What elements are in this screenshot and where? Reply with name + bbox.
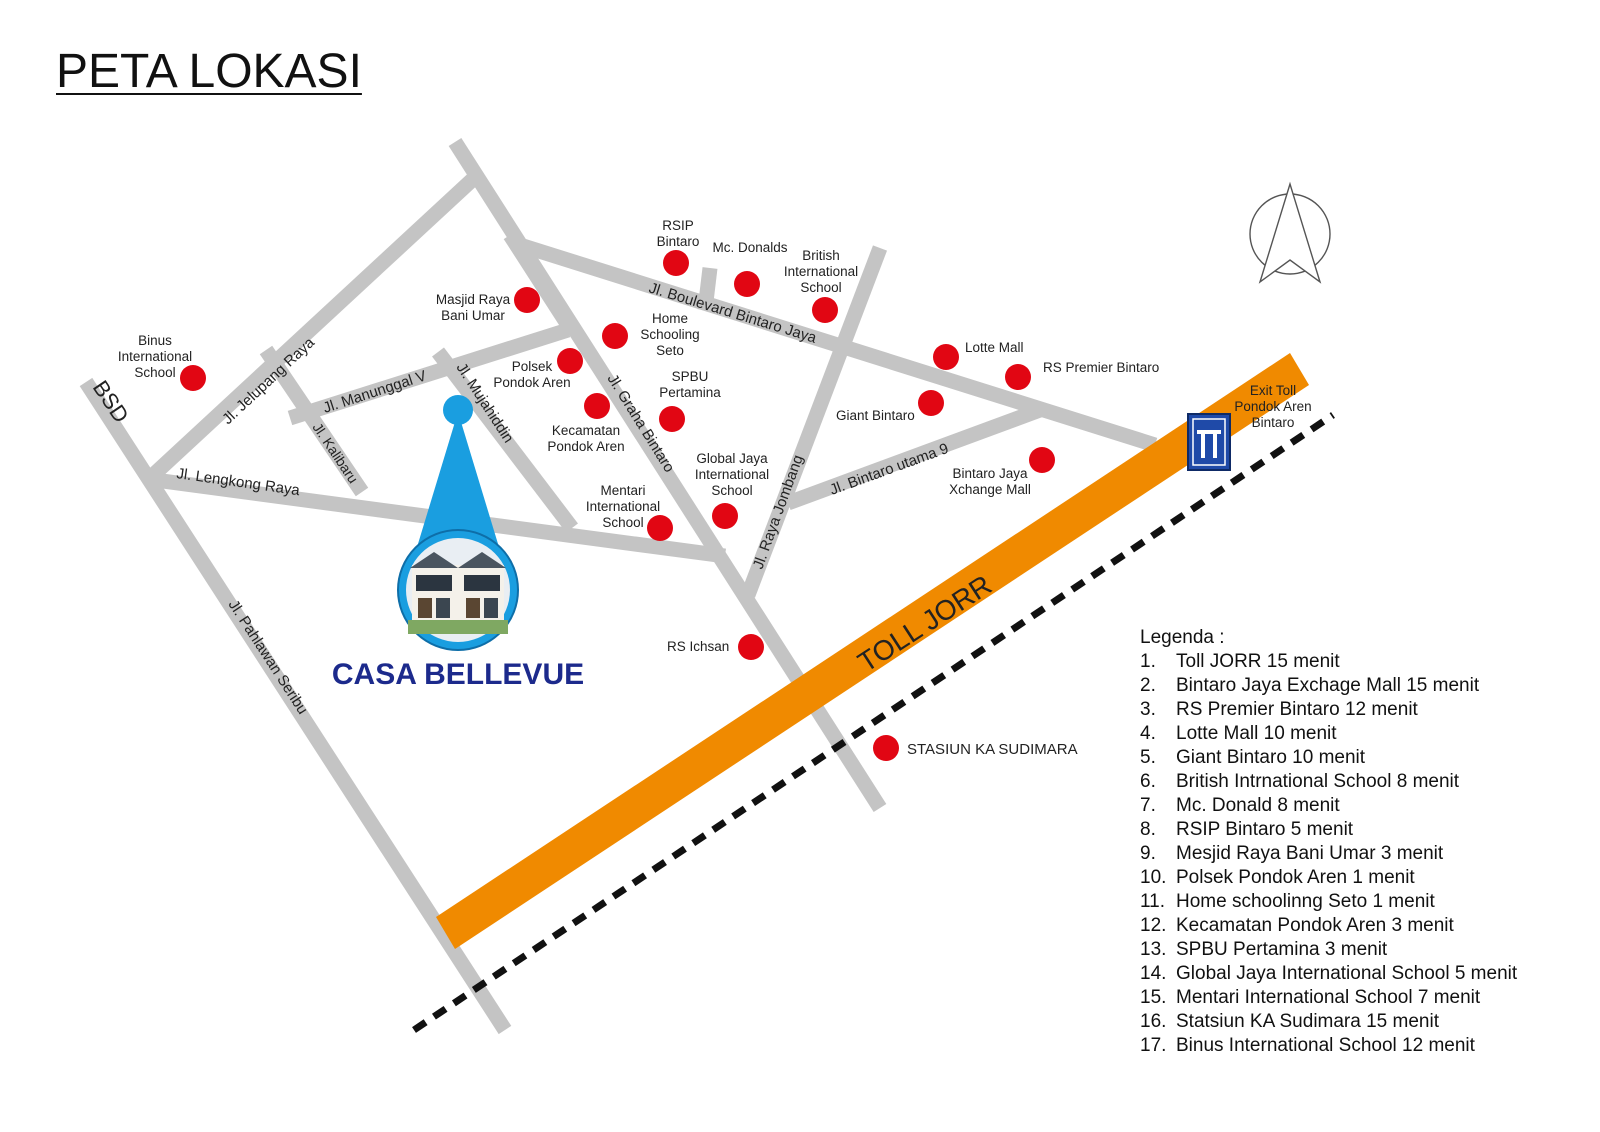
legend-item: 4.Lotte Mall 10 menit — [1140, 723, 1337, 744]
poi-marker-giant[interactable] — [918, 390, 944, 416]
toll-exit-sign-icon — [1187, 413, 1231, 471]
road-mujahiddin — [432, 347, 578, 533]
poi-marker-mcd[interactable] — [734, 271, 760, 297]
railway-line — [412, 412, 1335, 1033]
legend: Legenda : 1.Toll JORR 15 menit 2.Bintaro… — [1140, 626, 1517, 1058]
legend-item: 17.Binus International School 12 menit — [1140, 1035, 1475, 1056]
poi-marker-ichsan[interactable] — [738, 634, 764, 660]
toll-road — [436, 353, 1309, 949]
road-label-pahlawan: Jl. Pahlawan Seribu — [225, 597, 311, 717]
poi-label-ichsan: RS Ichsan — [667, 639, 729, 654]
poi-marker-masjid[interactable] — [514, 287, 540, 313]
road-jelupang — [144, 174, 478, 484]
legend-item: 13.SPBU Pertamina 3 menit — [1140, 939, 1388, 960]
poi-marker-globaljaya[interactable] — [712, 503, 738, 529]
legend-item: 6.British Intrnational School 8 menit — [1140, 771, 1460, 792]
poi-label-giant: Giant Bintaro — [836, 408, 915, 423]
legend-item: 8.RSIP Bintaro 5 menit — [1140, 819, 1354, 840]
legend-item: 7.Mc. Donald 8 menit — [1140, 795, 1340, 816]
poi-marker-premier[interactable] — [1005, 364, 1031, 390]
poi-label-lotte: Lotte Mall — [965, 340, 1024, 355]
poi-label-premier: RS Premier Bintaro — [1043, 360, 1159, 375]
page-title: PETA LOKASI — [56, 45, 362, 98]
road-mcd-spur — [697, 267, 718, 311]
legend-item: 3.RS Premier Bintaro 12 menit — [1140, 699, 1418, 720]
poi-marker-lotte[interactable] — [933, 344, 959, 370]
poi-marker-british[interactable] — [812, 297, 838, 323]
poi-marker-stasiun[interactable] — [873, 735, 899, 761]
poi-marker-xchange[interactable] — [1029, 447, 1055, 473]
legend-item: 2.Bintaro Jaya Exchage Mall 15 menit — [1140, 675, 1480, 696]
road-bsd — [79, 377, 512, 1035]
legend-title: Legenda : — [1140, 627, 1225, 648]
poi-marker-spbu[interactable] — [659, 406, 685, 432]
legend-item: 1.Toll JORR 15 menit — [1140, 651, 1340, 672]
poi-marker-mentari[interactable] — [647, 515, 673, 541]
poi-label-stasiun: STASIUN KA SUDIMARA — [907, 741, 1078, 758]
poi-marker-polsek[interactable] — [557, 348, 583, 374]
legend-item: 9.Mesjid Raya Bani Umar 3 menit — [1140, 843, 1444, 864]
legend-item: 14.Global Jaya International School 5 me… — [1140, 963, 1518, 984]
house-image — [408, 552, 508, 634]
road-manunggal — [287, 322, 571, 426]
legend-item: 16.Statsiun KA Sudimara 15 menit — [1140, 1011, 1439, 1032]
road-label-kalibaru: Jl. Kalibaru — [310, 420, 362, 486]
poi-markers — [180, 250, 1055, 761]
road-utama9 — [785, 402, 1043, 511]
legend-item: 5.Giant Bintaro 10 menit — [1140, 747, 1366, 768]
road-label-manunggal: Jl. Manunggal V — [321, 367, 429, 416]
poi-marker-home[interactable] — [602, 323, 628, 349]
legend-item: 10.Polsek Pondok Aren 1 menit — [1140, 867, 1415, 888]
legend-item: 15.Mentari International School 7 menit — [1140, 987, 1481, 1008]
road-label-utama9: Jl. Bintaro utama 9 — [828, 440, 951, 499]
poi-marker-binus[interactable] — [180, 365, 206, 391]
property-pin-icon — [397, 395, 519, 651]
legend-item: 11.Home schoolinng Seto 1 menit — [1140, 891, 1435, 912]
property-name: CASA BELLEVUE — [332, 658, 584, 691]
poi-label-mcd: Mc. Donalds — [712, 240, 787, 255]
legend-item: 12.Kecamatan Pondok Aren 3 menit — [1140, 915, 1454, 936]
compass-icon — [1249, 181, 1331, 284]
legend-list: 1.Toll JORR 15 menit 2.Bintaro Jaya Exch… — [1140, 650, 1517, 1058]
poi-marker-rsip[interactable] — [663, 250, 689, 276]
road-kalibaru — [259, 345, 369, 497]
poi-marker-kecamatan[interactable] — [584, 393, 610, 419]
road-jombang — [740, 245, 888, 598]
road-label-toll: TOLL JORR — [852, 569, 997, 678]
